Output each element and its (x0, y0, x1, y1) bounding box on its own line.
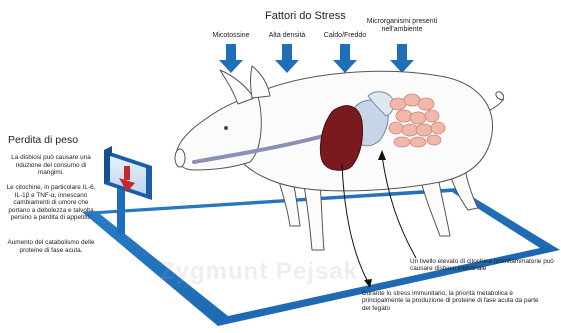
scale-arrow-shaft (124, 166, 130, 180)
arrow-down-icon (390, 44, 414, 73)
pig-tail (490, 92, 504, 110)
arrow-down-icon (219, 44, 243, 73)
note-cytokines: Un livello elevato di citochine proinfia… (410, 258, 560, 273)
side-panel-paragraph-2: Le citochine, in particolare IL-6, IL-1β… (2, 184, 100, 222)
arrow-down-icon (333, 44, 357, 73)
note-liver: Durante lo stress immunitario, la priori… (362, 290, 542, 312)
pig-ear (220, 70, 254, 104)
diagram-title: Fattori do Stress (265, 10, 346, 22)
side-panel-paragraph-1: La disbiosi può causare una riduzione de… (2, 154, 100, 177)
arrow-down-icon (275, 44, 299, 73)
stress-arrows (219, 44, 414, 73)
stressor-label-microrganismi: Microrganismi presenti nell'ambiente (362, 18, 442, 34)
side-panel-title: Perdita di peso (8, 134, 78, 146)
pig-ear-far (251, 66, 271, 98)
pig-eye (225, 127, 228, 130)
side-panel-paragraph-3: Aumento del catabolismo delle proteine d… (2, 239, 100, 254)
pig-snout (175, 149, 185, 167)
watermark: Zygmunt Pejsak (160, 258, 358, 286)
